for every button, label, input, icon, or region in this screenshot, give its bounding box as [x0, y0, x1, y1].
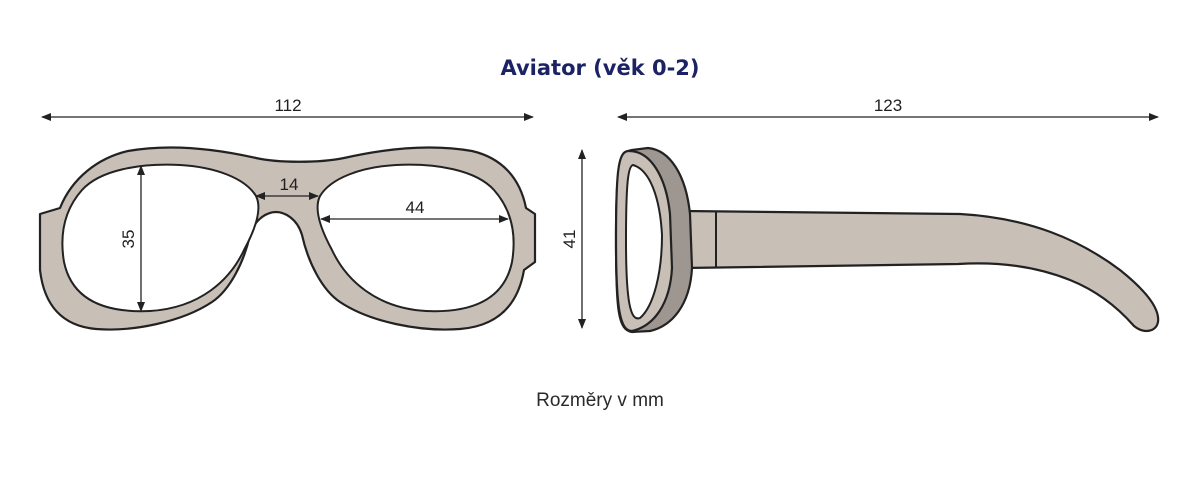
temple-arm: [682, 209, 1160, 332]
right-lens: [316, 163, 515, 313]
lens-width-label: 44: [406, 198, 425, 217]
left-lens: [61, 163, 260, 313]
diagram-title: Aviator (věk 0-2): [500, 56, 699, 80]
units-caption: Rozměry v mm: [536, 390, 664, 411]
temple-length-label: 123: [874, 96, 902, 115]
front-view: 112 14 44 35: [38, 96, 537, 331]
side-view: 41 123: [560, 96, 1160, 334]
side-height-label: 41: [560, 230, 579, 249]
bridge-label: 14: [280, 175, 299, 194]
lens-height-label: 35: [119, 230, 138, 249]
side-lens: [624, 163, 664, 320]
front-width-label: 112: [274, 96, 301, 115]
